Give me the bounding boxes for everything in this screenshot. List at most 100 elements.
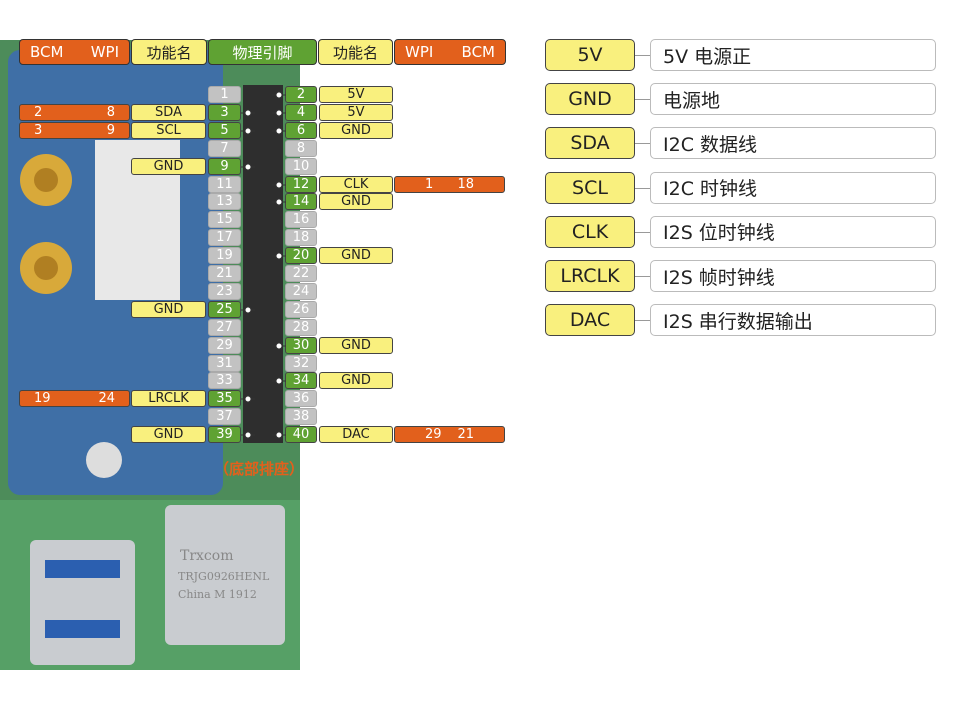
pin-right-34: 34 (285, 372, 317, 390)
pin-connector-icon (241, 109, 255, 117)
header-right-wpi-bcm: WPI BCM (394, 39, 506, 65)
pin-left-39: 39 (208, 426, 241, 444)
pin-right-26: 26 (285, 300, 317, 318)
pin-left-21: 21 (208, 265, 241, 282)
legend-description: I2S 位时钟线 (650, 215, 936, 248)
func-left-5: SCL (131, 121, 206, 139)
pin-right-14: 14 (285, 193, 317, 211)
pin-left-17: 17 (208, 229, 241, 247)
header-wpi-right: WPI (405, 43, 434, 61)
pin-left-11: 11 (208, 175, 241, 193)
pin-left-15: 15 (208, 211, 241, 229)
pin-right-38: 38 (285, 408, 317, 426)
legend-row: 5V 5V 电源正 (545, 39, 937, 71)
legend-description: I2S 帧时钟线 (650, 260, 936, 292)
pin-right-40: 40 (285, 426, 317, 444)
pin-right-8: 8 (285, 139, 317, 157)
func-right-6: GND (319, 121, 393, 139)
ethernet-jack (165, 505, 285, 645)
func-right-12: CLK (319, 175, 393, 193)
legend-row: SDA I2C 数据线 (545, 127, 937, 160)
bcm-number: 2 (34, 104, 43, 120)
gpio-right-12: 1 18 (394, 175, 505, 193)
pin-left-31: 31 (208, 354, 241, 372)
header-func-left: 功能名 (131, 39, 207, 65)
pin-left-13: 13 (208, 193, 241, 211)
header-bcm-left: BCM (30, 43, 64, 61)
legend-connector (635, 276, 651, 277)
legend-key: LRCLK (545, 260, 635, 292)
pin-connector-icon (272, 431, 286, 439)
func-left-3: SDA (131, 103, 206, 121)
pin-connector-icon (272, 252, 286, 260)
pin-connector-icon (272, 342, 286, 350)
legend-key: 5V (545, 39, 635, 71)
wpi-number: 8 (106, 104, 115, 120)
legend-description: I2C 数据线 (650, 127, 936, 160)
wpi-number: 9 (106, 122, 115, 138)
legend-key: DAC (545, 304, 635, 337)
pin-right-4: 4 (285, 103, 317, 121)
func-right-2: 5V (319, 86, 393, 103)
legend-key: GND (545, 83, 635, 116)
ethernet-jack-brand: Trxcom (180, 548, 233, 564)
pin-right-24: 24 (285, 282, 317, 300)
pin-right-18: 18 (285, 229, 317, 247)
mount-hole (86, 442, 122, 478)
func-left-9: GND (131, 157, 206, 175)
ethernet-jack-origin: China M 1912 (178, 588, 257, 601)
wpi-number: 24 (98, 391, 115, 407)
pin-right-20: 20 (285, 247, 317, 265)
pin-right-6: 6 (285, 121, 317, 139)
header-physical: 物理引脚 (208, 39, 317, 65)
pin-connector-icon (241, 127, 255, 135)
pin-connector-icon (272, 109, 286, 117)
bcm-number: 18 (457, 176, 474, 192)
pin-left-35: 35 (208, 390, 241, 408)
pin-left-3: 3 (208, 103, 241, 121)
pin-connector-icon (272, 181, 286, 188)
pin-left-7: 7 (208, 139, 241, 157)
wpi-number: 1 (425, 176, 434, 192)
pin-connector-icon (272, 127, 286, 135)
pin-left-1: 1 (208, 86, 241, 103)
pin-connector-icon (241, 395, 255, 403)
pin-right-10: 10 (285, 157, 317, 175)
legend-row: LRCLK I2S 帧时钟线 (545, 260, 937, 292)
header-bcm-right: BCM (461, 43, 495, 61)
header-wpi-left: WPI (90, 43, 119, 61)
header-left-bcm-wpi: BCM WPI (19, 39, 130, 65)
func-right-30: GND (319, 336, 393, 354)
pin-right-28: 28 (285, 318, 317, 336)
wpi-number: 29 (425, 427, 442, 443)
gpio-header (243, 85, 283, 443)
pin-left-33: 33 (208, 372, 241, 390)
func-left-35: LRCLK (131, 390, 206, 408)
pin-left-29: 29 (208, 336, 241, 354)
pin-connector-icon (241, 163, 255, 171)
legend-description: 5V 电源正 (650, 39, 936, 71)
pin-connector-icon (241, 306, 255, 314)
legend-connector (635, 187, 651, 189)
legend-description: I2C 时钟线 (650, 171, 936, 204)
legend-connector (635, 143, 651, 145)
header-func-right: 功能名 (318, 39, 393, 65)
bcm-number: 19 (34, 391, 51, 407)
bcm-number: 3 (34, 122, 43, 138)
pin-right-22: 22 (285, 265, 317, 282)
legend-connector (635, 231, 651, 233)
func-right-4: 5V (319, 103, 393, 121)
pin-left-19: 19 (208, 247, 241, 265)
pin-left-37: 37 (208, 408, 241, 426)
legend-key: SDA (545, 127, 635, 160)
pin-left-9: 9 (208, 157, 241, 175)
pin-left-23: 23 (208, 282, 241, 300)
